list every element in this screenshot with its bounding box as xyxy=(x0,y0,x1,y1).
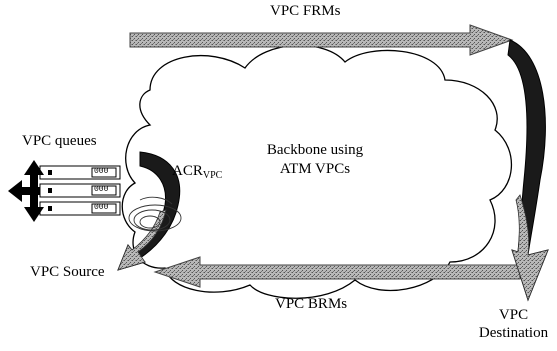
acr-main: ACR xyxy=(172,163,203,179)
vpc-queues-label: VPC queues xyxy=(22,133,97,149)
cloud-label: Backbone using ATM VPCs xyxy=(250,143,380,177)
queue-label-3: 000 xyxy=(94,203,109,212)
vpc-queue-stack xyxy=(39,165,121,216)
destination-label: VPC Destination xyxy=(470,308,557,341)
vpc-source-label: VPC Source xyxy=(30,264,105,280)
destination-turn-arrow xyxy=(507,39,549,302)
queue-label-2: 000 xyxy=(94,185,109,194)
split-arrow-icon xyxy=(8,160,44,222)
acr-rate-swirl xyxy=(128,196,182,232)
cloud-label-line1: Backbone using xyxy=(266,142,364,158)
acr-subscript: VPC xyxy=(202,170,223,181)
vpc-queue-3 xyxy=(39,201,121,216)
brm-label: VPC BRMs xyxy=(275,296,348,312)
brm-arrow xyxy=(153,256,521,288)
destination-label-line1: VPC xyxy=(498,307,529,323)
frm-arrow xyxy=(129,24,514,56)
cloud-label-line2: ATM VPCs xyxy=(279,161,351,177)
acr-label: ACRVPC xyxy=(172,164,222,181)
frm-label: VPC FRMs xyxy=(270,3,341,19)
destination-label-line2: Destination xyxy=(478,325,549,341)
queue-label-1: 000 xyxy=(94,167,109,176)
